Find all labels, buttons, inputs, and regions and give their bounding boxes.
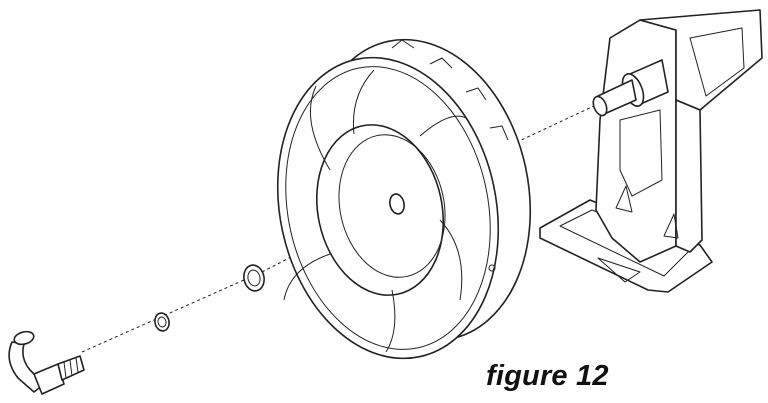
hose-reel-drum-icon (276, 38, 532, 360)
small-o-ring-icon (154, 312, 170, 332)
figure-caption: figure 12 (486, 360, 609, 392)
hose-whip-fitting-icon (8, 330, 85, 395)
large-o-ring-icon (243, 264, 265, 292)
wall-mount-bracket-icon (539, 9, 763, 293)
